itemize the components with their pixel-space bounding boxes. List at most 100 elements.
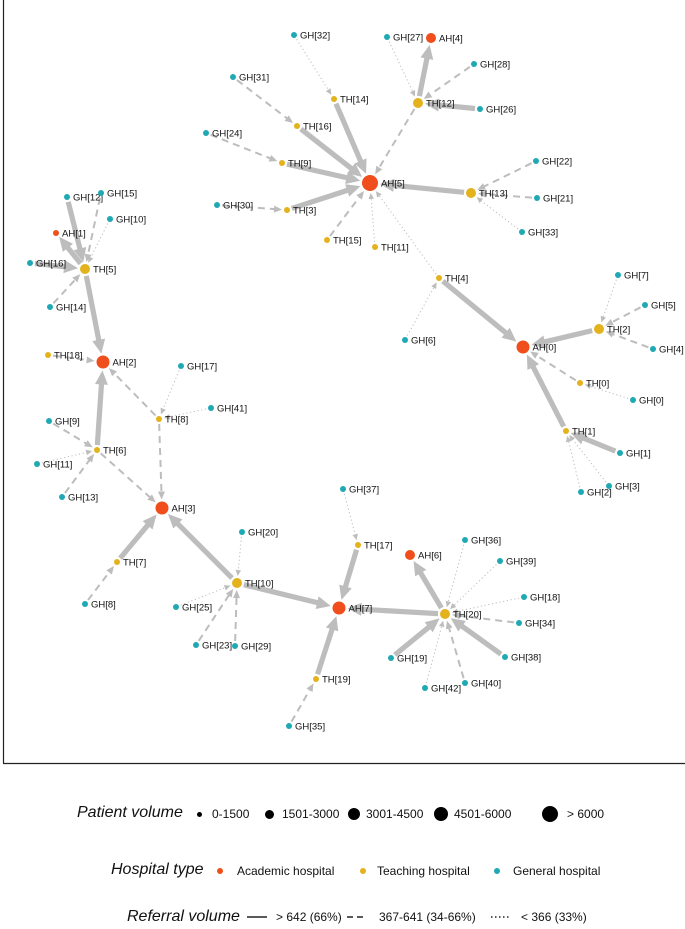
referral-edge-th-13-to-ah-5 [379,178,465,195]
node-label: GH[3] [615,482,640,493]
node-th-16: TH[16] [294,122,332,133]
node-gh-28: GH[28] [471,60,510,71]
referral-edge-gh-37-to-th-17 [343,493,358,541]
general-hospital-dot [521,594,527,600]
teaching-hospital-dot [284,207,290,213]
node-label: GH[5] [651,301,676,312]
general-hospital-dot [642,302,648,308]
general-hospital-dot [606,483,612,489]
general-hospital-dot [214,202,220,208]
general-hospital-dot [462,537,468,543]
node-th-8: TH[8] [156,415,188,426]
referral-edge-th-20-to-ah-6 [413,561,444,610]
academic-hospital-dot [155,501,169,515]
node-label: AH[7] [349,604,373,615]
node-label: TH[6] [103,446,126,457]
referral-edge-gh-20-to-th-10 [235,536,243,577]
node-gh-5: GH[5] [642,301,676,312]
teaching-hospital-dot [45,352,51,358]
referral-edge-gh-0-to-th-0 [584,383,629,399]
referral-edge-th-11-to-ah-5 [368,192,376,243]
legend-label: Teaching hospital [377,864,470,878]
solid-line-icon [247,916,267,918]
node-gh-41: GH[41] [208,404,247,415]
teaching-hospital-dot [294,123,300,129]
teaching-hospital-dot [156,416,162,422]
node-label: GH[34] [525,619,555,630]
referral-edge-th-4-to-ah-0 [441,279,517,342]
node-label: GH[16] [36,259,66,270]
referral-edge-th-18-to-ah-2 [52,354,95,364]
general-hospital-dot [497,558,503,564]
node-label: GH[0] [639,396,664,407]
general-hospital-dot [402,337,408,343]
node-gh-36: GH[36] [462,536,501,547]
referral-edge-th-1-to-ah-0 [526,354,567,428]
node-th-18: TH[18] [45,351,83,362]
node-label: TH[12] [426,99,455,110]
general-hospital-dot [64,194,70,200]
node-label: GH[40] [471,679,501,690]
referral-edge-th-9-to-ah-5 [286,161,361,185]
node-gh-6: GH[6] [402,336,436,347]
general-hospital-dot [578,489,584,495]
referral-edge-gh-34-to-th-20 [451,612,515,624]
legend-label: 367-641 (34-66%) [379,910,476,924]
general-hospital-dot [203,130,209,136]
node-gh-26: GH[26] [477,105,516,116]
node-ah-0: AH[0] [516,340,557,354]
general-hospital-dot [232,643,238,649]
node-th-19: TH[19] [313,675,351,686]
general-hospital-dot [630,397,636,403]
node-th-11: TH[11] [372,243,409,254]
referral-edge-gh-8-to-th-7 [87,565,114,601]
node-th-1: TH[1] [563,427,595,438]
node-label: GH[1] [626,449,651,460]
referral-edge-gh-22-to-th-13 [477,162,532,190]
general-hospital-dot [286,723,292,729]
node-label: GH[27] [393,33,423,44]
node-gh-32: GH[32] [291,31,330,42]
node-label: GH[17] [187,362,217,373]
node-label: AH[0] [533,343,557,354]
referral-edge-gh-41-to-th-8 [163,408,207,420]
node-gh-11: GH[11] [34,460,72,471]
referral-edge-gh-18-to-th-20 [451,597,520,615]
referral-edge-th-12-to-ah-5 [375,108,416,175]
referral-edge-gh-42-to-th-20 [425,620,445,684]
general-hospital-dot [193,642,199,648]
node-label: GH[36] [471,536,501,547]
general-hospital-dot [471,61,477,67]
node-th-12: TH[12] [413,98,455,110]
teaching-dot-icon [360,868,366,874]
node-label: GH[25] [182,603,212,614]
legend-title: Hospital type [111,861,204,878]
size-dot-icon [265,810,274,819]
size-dot-icon [434,807,448,821]
node-ah-2: AH[2] [96,355,136,369]
node-th-14: TH[14] [331,95,369,106]
general-hospital-dot [650,346,656,352]
node-label: TH[16] [303,122,332,133]
node-label: AH[6] [418,551,442,562]
referral-edge-gh-40-to-th-20 [445,620,465,679]
general-hospital-dot [178,363,184,369]
node-label: GH[15] [107,189,137,200]
node-gh-2: GH[2] [578,488,612,499]
node-gh-12: GH[12] [64,193,103,204]
referral-edge-gh-28-to-th-12 [423,66,471,99]
node-gh-8: GH[8] [82,600,116,611]
node-label: AH[3] [172,504,196,515]
node-label: GH[10] [116,215,146,226]
academic-hospital-dot [96,355,110,369]
node-gh-37: GH[37] [340,485,379,496]
legend-label: > 642 (66%) [276,910,342,924]
general-hospital-dot [34,461,40,467]
node-label: TH[5] [93,265,116,276]
referral-edge-th-2-to-ah-0 [531,328,593,349]
node-label: AH[5] [381,179,405,190]
general-hospital-dot [516,620,522,626]
node-gh-38: GH[38] [502,653,541,664]
node-gh-33: GH[33] [519,228,558,239]
